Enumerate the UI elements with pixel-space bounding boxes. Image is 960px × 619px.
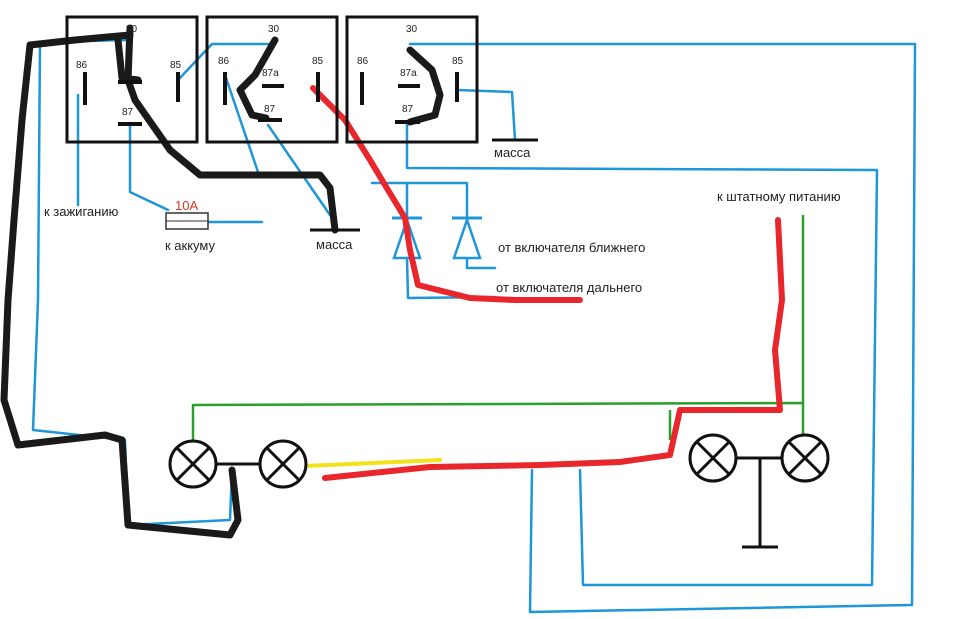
relay-2-pin-85: 85: [312, 56, 324, 67]
diode-left-icon: [392, 216, 422, 260]
wire-black-relay1-30: [114, 36, 142, 84]
wire-relay1-87-fuse: [128, 123, 170, 212]
lamp-1-icon: [168, 439, 218, 489]
relay-3-pin-87: 87: [402, 104, 414, 115]
wire-relay2-86: [223, 73, 260, 174]
label-low-beam-switch: от включателя ближнего: [498, 240, 645, 255]
wire-red-high-beam: [310, 85, 583, 303]
relay-1-pin-87: 87: [122, 107, 134, 118]
label-stock-power: к штатному питанию: [717, 189, 841, 204]
relay-3: 30 86 85 87a 87: [345, 15, 479, 144]
relay-1-pin-30: 30: [126, 24, 138, 35]
relay-3-pin-85: 85: [452, 56, 464, 67]
relay-2-pin-30: 30: [268, 24, 280, 35]
relay-1: 30 86 85 87: [65, 15, 199, 144]
relay-1-box: [65, 15, 199, 144]
wire-relay3-87-right-lamps: [405, 123, 879, 587]
label-ground-2: масса: [494, 145, 531, 160]
label-battery: к аккуму: [165, 238, 215, 253]
diode-right-icon: [452, 216, 482, 260]
wire-black-relay1-ground: [124, 24, 339, 234]
red-wires: [310, 85, 785, 481]
wire-diode-top: [370, 181, 469, 220]
relay-2-pin-87a: 87a: [262, 68, 279, 79]
relay-1-pin-85: 85: [170, 60, 182, 71]
label-fuse-rating: 10А: [175, 198, 198, 213]
wire-black-relay3-loop: [406, 46, 444, 126]
lamps-right: [688, 433, 830, 483]
lamp-2-icon: [258, 439, 308, 489]
wire-diode-right-bottom: [465, 256, 497, 270]
wire-relay3-30-right-loop: [408, 42, 917, 614]
lamp-4-icon: [780, 433, 830, 483]
relay-3-pin-87a: 87a: [400, 68, 417, 79]
relay-3-pin-86: 86: [357, 56, 369, 67]
label-high-beam-switch: от включателя дальнего: [496, 280, 642, 295]
wire-green-top: [191, 401, 805, 440]
wire-black-relay2-loop: [236, 36, 279, 122]
label-ignition: к зажиганию: [44, 204, 119, 219]
relay-2: 30 86 85 87a 87: [205, 15, 339, 144]
wire-yellow: [303, 458, 442, 468]
relay-2-pin-86: 86: [218, 56, 230, 67]
wire-relay3-85-ground: [455, 88, 517, 142]
lamps-left: [168, 439, 308, 489]
black-wires: [0, 24, 444, 539]
wire-red-stock-power: [322, 217, 785, 481]
relay-2-pin-87: 87: [264, 104, 276, 115]
label-ground-1: масса: [316, 237, 353, 252]
relay-1-pin-86: 86: [76, 60, 88, 71]
lamp-3-icon: [688, 433, 738, 483]
green-wires: [191, 215, 805, 440]
relay-3-box: [345, 15, 479, 144]
wire-relay2-87: [266, 123, 332, 217]
wire-relay1-85-to-relay2-30: [176, 42, 274, 82]
relay-2-box: [205, 15, 339, 144]
relay-3-pin-30: 30: [406, 24, 418, 35]
wire-black-left-loop: [0, 31, 242, 539]
